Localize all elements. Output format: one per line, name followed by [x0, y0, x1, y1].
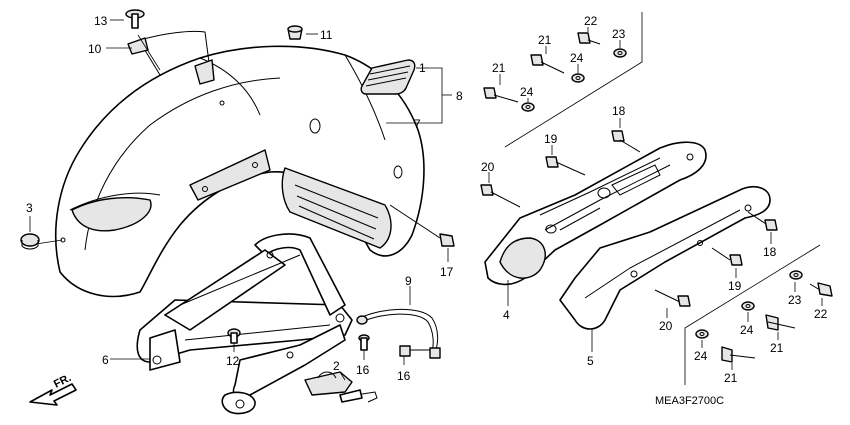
helmet-cable[interactable] [356, 308, 441, 359]
wire-clamp[interactable] [127, 30, 215, 85]
bolt-21-b[interactable] [530, 54, 565, 74]
reflector[interactable] [360, 59, 416, 95]
callout-7: 7 [414, 117, 421, 131]
diagram-code: MEA3F2700C [655, 395, 724, 407]
bolt-21-c[interactable] [765, 314, 796, 331]
callout-24-b: 24 [570, 51, 584, 65]
callout-19-upper: 19 [544, 132, 558, 146]
bolt-17[interactable] [389, 204, 455, 247]
callout-24-a: 24 [520, 85, 534, 99]
callout-4: 4 [503, 308, 510, 322]
bolt-18-right[interactable] [747, 211, 778, 231]
grommet-3[interactable] [20, 233, 40, 250]
callout-24-d: 24 [694, 349, 708, 363]
callout-22-a: 22 [584, 14, 598, 28]
bolt-19-upper[interactable] [545, 156, 586, 176]
front-direction-arrow: FR. [29, 372, 77, 406]
side-panel-4[interactable] [484, 141, 707, 286]
callout-6: 6 [102, 353, 109, 367]
callout-20-lower: 20 [659, 319, 673, 333]
callout-21-d: 21 [724, 371, 738, 385]
callout-13: 13 [94, 14, 108, 28]
helmet-holder[interactable] [304, 371, 378, 403]
bolt-21-d[interactable] [721, 346, 756, 363]
callout-11: 11 [320, 28, 333, 42]
bolt-19-lower[interactable] [711, 247, 743, 266]
callout-22-b: 22 [814, 307, 828, 321]
bolt-20-lower[interactable] [654, 289, 691, 307]
washer-23-b[interactable] [789, 270, 803, 280]
bolt-20-upper[interactable] [480, 184, 521, 208]
callout-23-b: 23 [788, 293, 802, 307]
washer-24-d[interactable] [695, 329, 709, 339]
callout-labels: 13 10 11 1 8 7 3 17 6 12 2 16 16 9 4 5 1… [26, 14, 828, 385]
callout-18-right: 18 [763, 245, 777, 259]
callout-23-a: 23 [612, 27, 626, 41]
bolt-18-upper[interactable] [611, 130, 641, 153]
callout-20-upper: 20 [481, 160, 495, 174]
grommet-11[interactable] [287, 25, 303, 40]
callout-3: 3 [26, 201, 33, 215]
bolt-13[interactable] [125, 9, 145, 29]
rear-fender[interactable] [55, 45, 425, 298]
callout-17: 17 [440, 265, 454, 279]
callout-21-b: 21 [538, 33, 552, 47]
bolt-16-left[interactable] [358, 334, 370, 351]
callout-5: 5 [587, 354, 594, 368]
bolt-16-right[interactable] [399, 345, 430, 357]
side-cover-5[interactable] [559, 186, 771, 330]
rear-sub-frame[interactable] [136, 233, 353, 415]
callout-21-c: 21 [770, 341, 784, 355]
callout-1: 1 [419, 61, 426, 75]
washer-24-c[interactable] [741, 301, 755, 311]
bolt-22-b[interactable] [809, 282, 833, 297]
bolt-21-a[interactable] [483, 87, 519, 103]
callout-21-a: 21 [492, 61, 506, 75]
callout-2: 2 [333, 359, 340, 373]
bolt-22-a[interactable] [577, 32, 601, 45]
callout-18-upper: 18 [612, 104, 626, 118]
leader-lines [29, 19, 823, 381]
washer-24-b[interactable] [571, 73, 585, 83]
callout-8: 8 [456, 89, 463, 103]
callout-10: 10 [88, 42, 102, 56]
washer-24-a[interactable] [521, 102, 535, 112]
callout-19-lower: 19 [728, 279, 742, 293]
washer-23-a[interactable] [613, 48, 627, 58]
callout-9: 9 [405, 274, 412, 288]
callout-16-right: 16 [397, 369, 411, 383]
divider-lines [504, 12, 821, 385]
callout-24-c: 24 [740, 323, 754, 337]
callout-12: 12 [226, 354, 240, 368]
callout-16-left: 16 [356, 363, 370, 377]
